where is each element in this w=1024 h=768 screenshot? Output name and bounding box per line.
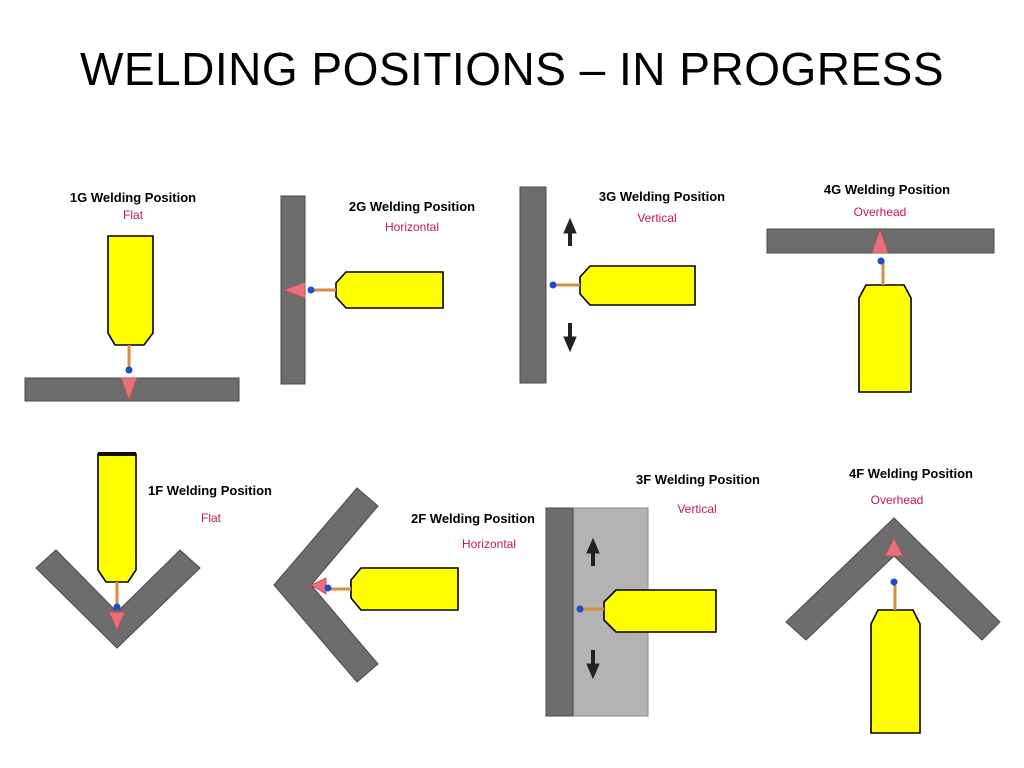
panel-1g-title: 1G Welding Position — [70, 190, 196, 205]
welding-rod-icon — [870, 609, 921, 734]
panel-1g: 1G Welding Position Flat — [24, 190, 240, 402]
panel-3g-subtitle: Vertical — [637, 211, 676, 225]
panel-2g-subtitle: Horizontal — [385, 220, 439, 234]
up-arrow-icon — [563, 217, 577, 246]
vertical-plate — [519, 186, 547, 384]
spark-icon — [297, 276, 325, 304]
welding-rod-icon — [350, 567, 459, 611]
down-arrow-icon — [586, 650, 600, 680]
down-arrow-icon — [563, 323, 577, 353]
weld-bead-icon — [282, 281, 306, 299]
spark-icon — [314, 574, 342, 602]
panel-1f: 1F Welding Position Flat — [35, 452, 272, 649]
weld-bead-icon — [108, 611, 126, 631]
panel-2f-subtitle: Horizontal — [462, 537, 516, 551]
panel-3f: 3F Welding Position Vertical — [545, 472, 760, 717]
spark-icon — [103, 593, 131, 621]
vertical-plate — [545, 507, 574, 717]
weld-bead-icon — [884, 537, 904, 557]
panel-4f-subtitle: Overhead — [871, 493, 924, 507]
welding-rod-icon — [107, 235, 154, 346]
welding-rod-icon — [603, 589, 717, 633]
panel-2f-title: 2F Welding Position — [411, 511, 535, 526]
spark-icon — [566, 595, 594, 623]
panel-3g: 3G Welding Position Vertical — [519, 186, 725, 384]
panel-3f-subtitle: Vertical — [677, 502, 716, 516]
panel-4g-title: 4G Welding Position — [824, 182, 950, 197]
welding-rod-icon — [97, 453, 137, 583]
weld-bead-icon — [120, 377, 138, 402]
slide-title: WELDING POSITIONS – IN PROGRESS — [79, 43, 945, 95]
panel-1f-title: 1F Welding Position — [148, 483, 272, 498]
panel-4g-subtitle: Overhead — [854, 205, 907, 219]
panel-4g: 4G Welding Position Overhead — [766, 182, 995, 393]
up-arrow-icon — [586, 537, 600, 566]
panel-2g-title: 2G Welding Position — [349, 199, 475, 214]
panel-4f-title: 4F Welding Position — [849, 466, 973, 481]
panel-2f: 2F Welding Position Horizontal — [273, 487, 535, 683]
panel-2g: 2G Welding Position Horizontal — [280, 195, 475, 385]
spark-icon — [115, 356, 143, 384]
spark-icon — [880, 568, 908, 596]
welding-rod-icon — [579, 265, 696, 306]
panel-1f-subtitle: Flat — [201, 511, 222, 525]
welding-rod-icon — [858, 284, 912, 393]
spark-icon — [539, 271, 567, 299]
rod-cap — [98, 452, 136, 456]
welding-rod-icon — [335, 271, 444, 309]
v-plates — [35, 549, 201, 649]
weld-bead-icon — [871, 227, 889, 254]
panel-3f-title: 3F Welding Position — [636, 472, 760, 487]
panel-3g-title: 3G Welding Position — [599, 189, 725, 204]
panel-4f: 4F Welding Position Overhead — [785, 466, 1001, 734]
panel-1g-subtitle: Flat — [123, 208, 144, 222]
spark-icon — [867, 247, 895, 275]
